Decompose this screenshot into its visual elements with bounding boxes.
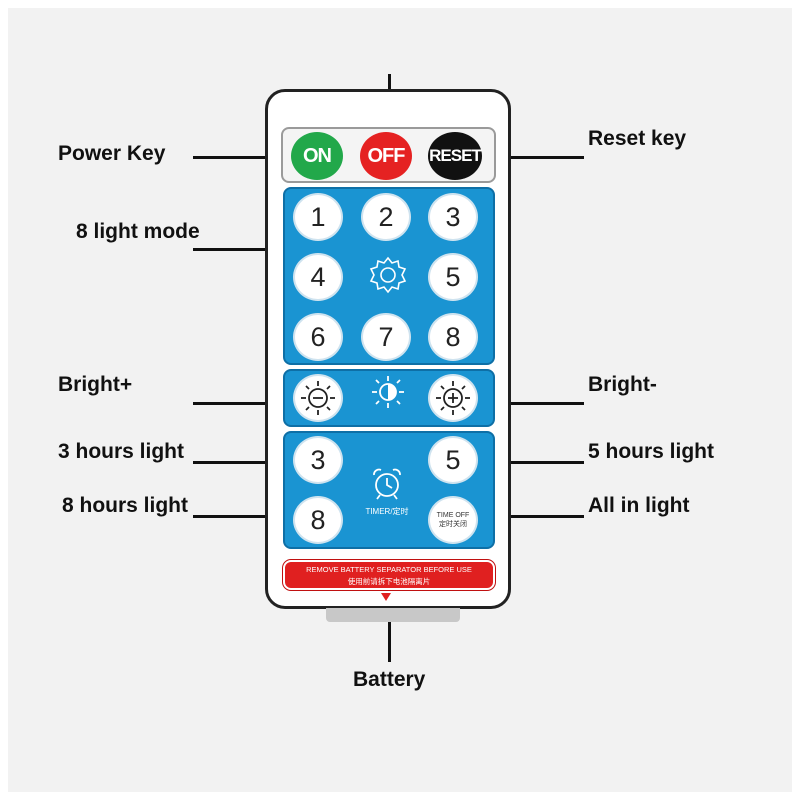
sun-minus-icon (301, 381, 335, 415)
timer-5-hours-button[interactable]: 5 (428, 436, 478, 484)
bright-minus-button[interactable] (293, 374, 343, 422)
bright-plus-button[interactable] (428, 374, 478, 422)
mode-button-3[interactable]: 3 (428, 193, 478, 241)
mode-button-2[interactable]: 2 (361, 193, 411, 241)
mode-button-1[interactable]: 1 (293, 193, 343, 241)
label-reset-key: Reset key (588, 127, 687, 150)
mode-button-5[interactable]: 5 (428, 253, 478, 301)
leader-line-battery (388, 622, 391, 662)
leader-line-light-mode (193, 248, 266, 251)
leader-line-top (388, 74, 391, 90)
leader-line-8-hours (193, 515, 266, 518)
leader-line-5-hours (511, 461, 584, 464)
warning-text-en: REMOVE BATTERY SEPARATOR BEFORE USE (306, 565, 472, 574)
label-3-hours: 3 hours light (58, 440, 184, 463)
warning-text-cn: 使用前请拆下电池隔离片 (347, 577, 431, 586)
label-bright-plus: Bright+ (58, 373, 133, 396)
off-button[interactable]: OFF (360, 132, 412, 180)
label-8-hours: 8 hours light (62, 494, 188, 517)
time-off-button[interactable]: TIME OFF 定时关闭 (428, 496, 478, 544)
reset-button[interactable]: RESET (428, 132, 482, 180)
down-arrow-icon (381, 593, 391, 601)
leader-line-3-hours (193, 461, 266, 464)
time-off-label-en: TIME OFF (436, 511, 470, 519)
leader-line-bright-plus (193, 402, 266, 405)
mode-button-8[interactable]: 8 (428, 313, 478, 361)
battery-warning-strip: REMOVE BATTERY SEPARATOR BEFORE USE 使用前请… (282, 559, 496, 591)
mode-button-4[interactable]: 4 (293, 253, 343, 301)
gear-icon (369, 256, 407, 294)
sun-plus-icon (436, 381, 470, 415)
brightness-icon (372, 376, 404, 408)
label-battery: Battery (353, 668, 426, 691)
on-button[interactable]: ON (291, 132, 343, 180)
label-all-in-light: All in light (588, 494, 690, 517)
time-off-label-cn: 定时关闭 (439, 520, 467, 528)
leader-line-all-in (511, 515, 584, 518)
leader-line-reset (511, 156, 584, 159)
alarm-clock-icon (373, 468, 401, 500)
timer-3-hours-button[interactable]: 3 (293, 436, 343, 484)
timer-label: TIMER/定时 (365, 507, 409, 516)
timer-8-hours-button[interactable]: 8 (293, 496, 343, 544)
leader-line-bright-minus (511, 402, 584, 405)
battery-tab[interactable] (326, 608, 460, 622)
label-power-key: Power Key (58, 142, 166, 165)
mode-button-7[interactable]: 7 (361, 313, 411, 361)
label-bright-minus: Bright- (588, 373, 657, 396)
label-5-hours: 5 hours light (588, 440, 714, 463)
mode-button-6[interactable]: 6 (293, 313, 343, 361)
leader-line-power (193, 156, 266, 159)
label-light-mode: 8 light mode (76, 220, 200, 243)
